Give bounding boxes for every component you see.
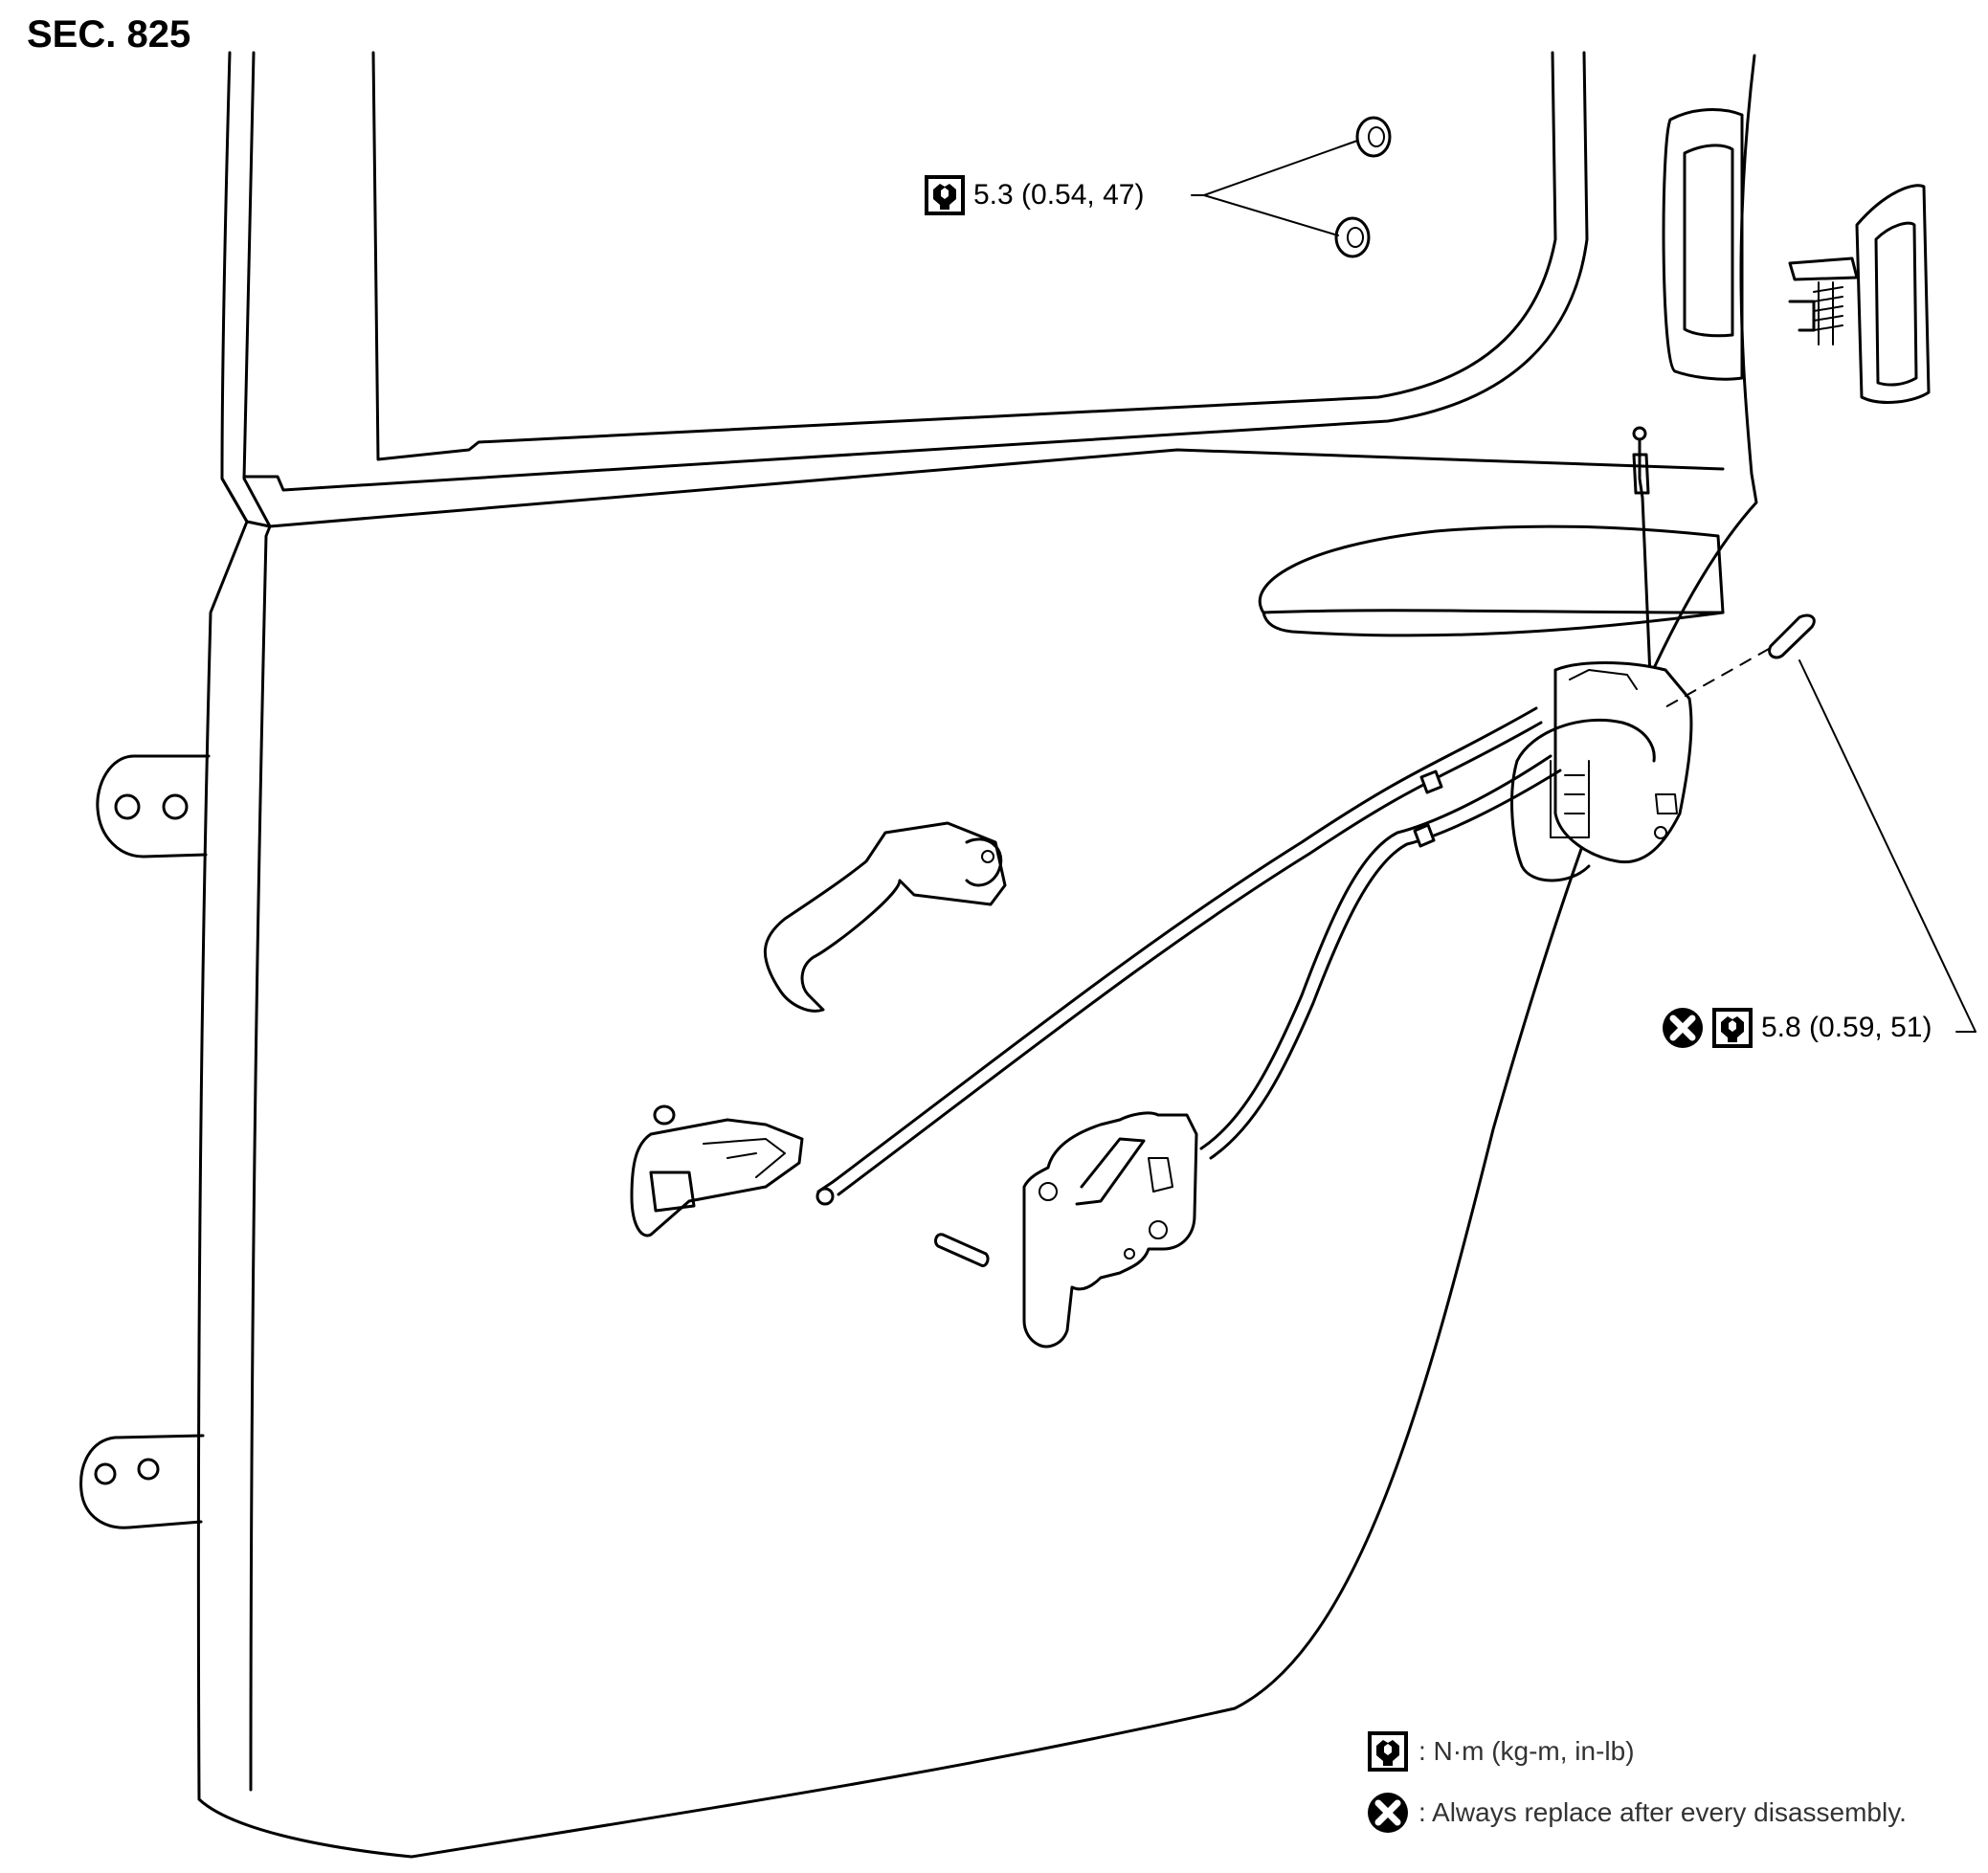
replace-cross-icon [1368, 1793, 1408, 1833]
door-lock-bracket [934, 1111, 1198, 1349]
door-outer-panel [196, 51, 1758, 1859]
torque-wrench-icon [1712, 1008, 1753, 1048]
bolt-torque-value: 5.8 (0.59, 51) [1761, 1012, 1932, 1043]
mounting-nuts [1191, 116, 1392, 258]
lock-rod [1632, 426, 1653, 701]
legend-torque: : N·m (kg-m, in-lb) [1367, 1730, 1635, 1773]
nut-torque-value: 5.3 (0.54, 47) [973, 179, 1145, 211]
inside-door-handle [764, 821, 1007, 1013]
nut-torque-callout: 5.3 (0.54, 47) [924, 174, 1144, 216]
outside-door-handle [1788, 184, 1931, 404]
door-hinge-upper [96, 754, 211, 858]
door-lock-actuator [1510, 661, 1693, 882]
replace-cross-icon [1663, 1008, 1703, 1048]
bolt-torque-callout: 5.8 (0.59, 51) [1662, 1007, 1932, 1049]
section-label: SEC. 825 [27, 13, 191, 56]
window-frame [242, 51, 1589, 492]
lock-mounting-screw [1663, 613, 1977, 1033]
legend-replace: : Always replace after every disassembly… [1367, 1792, 1907, 1834]
legend-replace-text: : Always replace after every disassembly… [1418, 1797, 1907, 1827]
torque-wrench-icon [1368, 1731, 1408, 1772]
inside-handle-cables [815, 706, 1562, 1206]
legend-torque-text: : N·m (kg-m, in-lb) [1418, 1736, 1635, 1766]
torque-wrench-icon [925, 175, 965, 215]
door-hinge-lower [79, 1434, 205, 1529]
outside-handle-recess [1258, 524, 1725, 637]
handle-escutcheon [1662, 108, 1744, 381]
interior-lock-knob [630, 1104, 804, 1238]
